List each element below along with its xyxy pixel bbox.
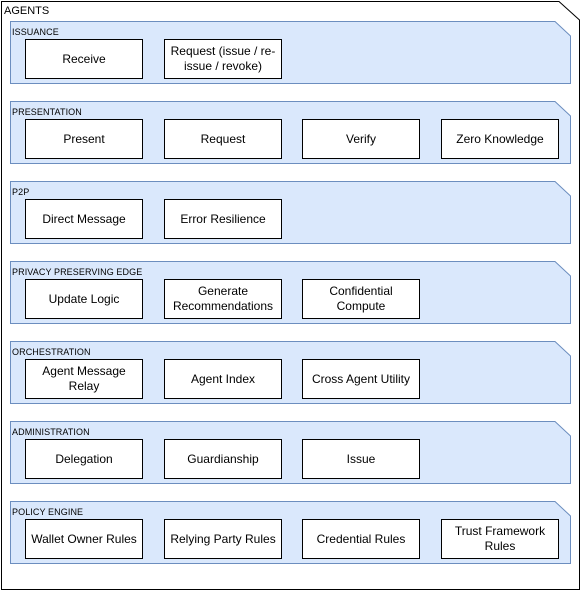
section-label-policy-engine: POLICY ENGINE <box>12 507 84 517</box>
section-label-presentation: PRESENTATION <box>12 107 82 117</box>
component-box: Generate Recommendations <box>164 279 282 319</box>
component-box: Present <box>25 119 143 159</box>
section-administration <box>10 421 571 484</box>
component-box: Guardianship <box>164 439 282 479</box>
agents-title: AGENTS <box>4 5 50 17</box>
component-box: Agent Message Relay <box>25 359 143 399</box>
component-box: Request <box>164 119 282 159</box>
section-policy-engine <box>10 501 571 564</box>
component-box: Confidential Compute <box>302 279 420 319</box>
section-label-privacy-preserving-edge: PRIVACY PRESERVING EDGE <box>12 267 143 277</box>
component-box: Trust Framework Rules <box>441 519 559 559</box>
component-box: Credential Rules <box>302 519 420 559</box>
component-box: Direct Message <box>25 199 143 239</box>
component-box: Issue <box>302 439 420 479</box>
section-issuance <box>10 21 571 84</box>
section-label-orchestration: ORCHESTRATION <box>12 347 91 357</box>
section-privacy-preserving-edge <box>10 261 571 324</box>
section-orchestration <box>10 341 571 404</box>
component-box: Delegation <box>25 439 143 479</box>
component-box: Agent Index <box>164 359 282 399</box>
component-box: Request (issue / re-issue / revoke) <box>164 39 282 79</box>
section-presentation <box>10 101 571 164</box>
component-box: Error Resilience <box>164 199 282 239</box>
component-box: Verify <box>302 119 420 159</box>
section-label-administration: ADMINISTRATION <box>12 427 90 437</box>
component-box: Wallet Owner Rules <box>25 519 143 559</box>
component-box: Update Logic <box>25 279 143 319</box>
section-label-p2p: P2P <box>12 187 30 197</box>
section-label-issuance: ISSUANCE <box>12 27 59 37</box>
component-box: Cross Agent Utility <box>302 359 420 399</box>
section-p2p <box>10 181 571 244</box>
component-box: Zero Knowledge <box>441 119 559 159</box>
component-box: Receive <box>25 39 143 79</box>
component-box: Relying Party Rules <box>164 519 282 559</box>
